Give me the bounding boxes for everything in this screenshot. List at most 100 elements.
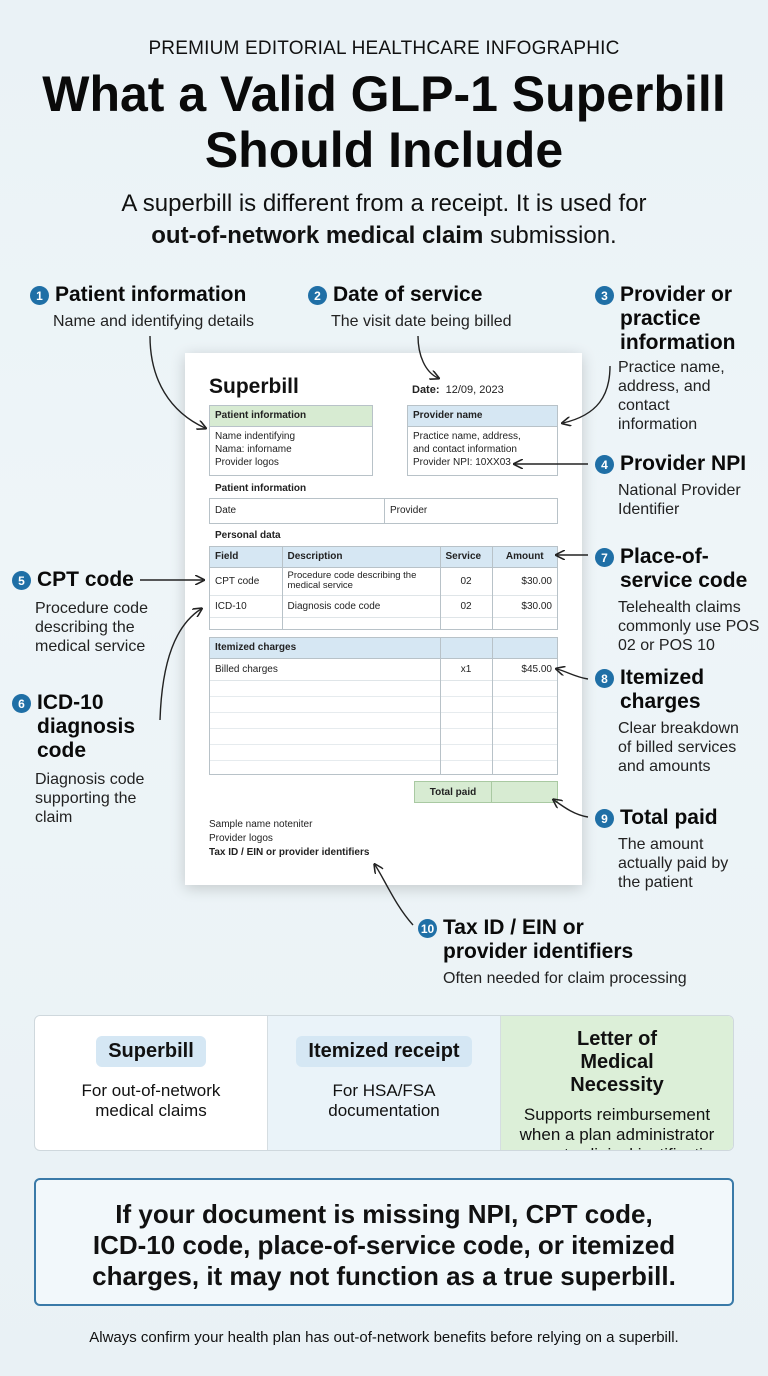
date-label: Date: xyxy=(412,384,440,396)
callout-desc: Clear breakdown of billed services and a… xyxy=(618,720,739,775)
footer-line: Provider logos xyxy=(209,833,273,844)
arrow-1 xyxy=(149,335,205,428)
title-line-1: What a Valid GLP-1 Superbill xyxy=(42,66,726,122)
warning-text: If your document is missing NPI, CPT cod… xyxy=(92,1199,676,1291)
desc-cell: Procedure code describing the medical se… xyxy=(282,567,441,595)
number-badge: 10 xyxy=(418,919,437,938)
card-title: Superbill xyxy=(96,1036,206,1067)
amount-cell: $30.00 xyxy=(521,600,552,612)
number-badge: 2 xyxy=(308,286,327,305)
arrow-6 xyxy=(159,609,201,721)
callout-title: Provider or practice information xyxy=(620,283,736,354)
callout-provider-npi: 4 Provider NPI National Provider Identifi… xyxy=(595,452,765,519)
callout-title: CPT code xyxy=(37,568,134,591)
card-desc: Supports reimbursement when a plan admin… xyxy=(512,1105,722,1150)
number-badge: 3 xyxy=(595,286,614,305)
number-badge: 8 xyxy=(595,669,614,688)
callout-desc: Diagnosis code supporting the claim xyxy=(35,771,145,826)
callout-tax-id: 10 Tax ID / EIN or provider identifiers O… xyxy=(418,916,718,988)
itemized-table: Itemized charges Billed charges x1 $45.0… xyxy=(209,637,558,775)
callout-title: Total paid xyxy=(620,806,718,829)
callout-title: Provider NPI xyxy=(620,452,747,475)
desc-cell: Diagnosis code code xyxy=(282,595,441,617)
table-row: Billed charges x1 $45.00 xyxy=(210,658,557,680)
page-title: What a Valid GLP-1 Superbill Should Incl… xyxy=(0,66,768,178)
itemized-amount: $45.00 xyxy=(521,663,552,675)
total-paid-label: Total paid xyxy=(415,782,492,802)
callout-desc: Procedure code describing the medical se… xyxy=(35,600,148,655)
warning-box: If your document is missing NPI, CPT cod… xyxy=(34,1178,734,1306)
table-header: Field xyxy=(210,547,283,568)
card-lmn: Letter of Medical Necessity Supports rei… xyxy=(501,1016,733,1150)
callout-provider-info: 3 Provider or practice information Practi… xyxy=(595,283,745,434)
superbill-document: Superbill Date: 12/09, 2023 Patient info… xyxy=(185,353,582,885)
arrow-2 xyxy=(417,335,438,378)
codes-table: Field Description Service Amount CPT cod… xyxy=(209,546,558,630)
callout-cpt-code: 5 CPT code Procedure code describing the … xyxy=(12,568,172,656)
personal-data-label: Personal data xyxy=(215,530,281,541)
footer-note: Always confirm your health plan has out-… xyxy=(89,1329,679,1346)
callout-desc: Name and identifying details xyxy=(53,313,255,330)
number-badge: 4 xyxy=(595,455,614,474)
itemized-qty: x1 xyxy=(440,658,493,680)
callout-place-of-service: 7 Place-of-service code Telehealth claims… xyxy=(595,545,765,655)
provider-line: Practice name, address, xyxy=(413,431,521,442)
card-itemized-receipt: Itemized receipt For HSA/FSA documentati… xyxy=(268,1016,501,1150)
callout-desc: Practice name, address, and contact info… xyxy=(618,359,725,433)
card-title: Letter of Medical Necessity xyxy=(570,1028,664,1096)
callout-icd10: 6 ICD-10 diagnosis code Diagnosis code su… xyxy=(12,691,187,827)
document-comparison: Superbill For out-of-network medical cla… xyxy=(34,1015,734,1151)
patient-line: Name indentifying xyxy=(215,431,296,442)
footer-line: Sample name noteniter xyxy=(209,819,313,830)
callout-desc: National Provider Identifier xyxy=(618,482,741,518)
callout-title: Patient information xyxy=(55,283,247,306)
callout-desc: The visit date being billed xyxy=(331,313,512,330)
service-cell: 02 xyxy=(440,595,493,617)
card-desc: For HSA/FSA documentation xyxy=(328,1081,440,1120)
callout-date-of-service: 2 Date of service The visit date being bi… xyxy=(308,283,548,331)
callout-desc: The amount actually paid by the patient xyxy=(618,836,729,891)
callout-title: ICD-10 diagnosis code xyxy=(37,691,136,762)
subtitle-bold: out-of-network medical claim xyxy=(151,222,484,249)
number-badge: 5 xyxy=(12,571,31,590)
service-cell: 02 xyxy=(440,567,493,595)
number-badge: 1 xyxy=(30,286,49,305)
callout-total-paid: 9 Total paid The amount actually paid by … xyxy=(595,806,755,892)
card-title: Itemized receipt xyxy=(296,1036,472,1067)
date-cell: Date xyxy=(210,499,385,523)
table-row: ICD-10 Diagnosis code code 02 $30.00 xyxy=(210,595,557,617)
callout-title: Date of service xyxy=(333,283,483,306)
callout-title: Tax ID / EIN or provider identifiers xyxy=(443,916,634,963)
callout-desc: Telehealth claims commonly use POS 02 or… xyxy=(618,599,760,654)
callout-patient-information: 1 Patient information Name and identifyin… xyxy=(30,283,290,331)
date-value: 12/09, 2023 xyxy=(445,384,504,396)
footer-line-tax: Tax ID / EIN or provider identifiers xyxy=(209,847,370,858)
callout-desc: Often needed for claim processing xyxy=(443,970,687,987)
title-line-2: Should Include xyxy=(204,122,564,178)
subtitle-line-1: A superbill is different from a receipt.… xyxy=(121,190,647,217)
number-badge: 6 xyxy=(12,694,31,713)
subtitle: A superbill is different from a receipt.… xyxy=(0,188,768,252)
service-date: Date: 12/09, 2023 xyxy=(412,384,504,396)
field-cell: ICD-10 xyxy=(210,595,283,617)
table-header: Amount xyxy=(492,547,557,568)
superbill-title: Superbill xyxy=(209,375,299,398)
callout-title: Place-of-service code xyxy=(620,545,748,592)
patient-info-box: Patient information Name indentifying Na… xyxy=(209,405,373,476)
patient-line: Provider logos xyxy=(215,457,279,468)
total-paid-row: Total paid xyxy=(414,781,558,803)
arrow-10 xyxy=(375,865,414,926)
callout-title: Itemized charges xyxy=(620,666,705,713)
table-header: Description xyxy=(282,547,441,568)
arrow-8 xyxy=(557,669,589,680)
number-badge: 7 xyxy=(595,548,614,567)
itemized-label: Billed charges xyxy=(210,658,441,680)
patient-line: Nama: inforname xyxy=(215,444,292,455)
subtitle-end: submission. xyxy=(483,222,617,249)
table-header: Service xyxy=(440,547,493,568)
arrow-9 xyxy=(554,800,589,818)
patient-section-label: Patient information xyxy=(215,483,307,494)
number-badge: 9 xyxy=(595,809,614,828)
patient-box-header: Patient information xyxy=(210,406,372,427)
